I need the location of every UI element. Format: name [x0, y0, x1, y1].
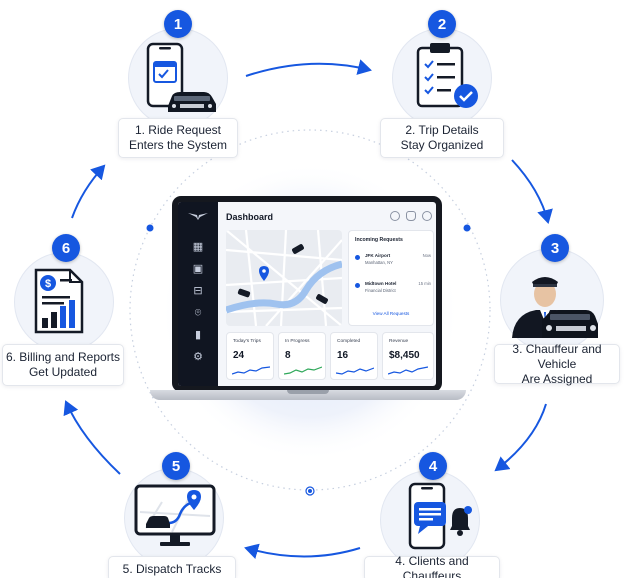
- dashboard-title: Dashboard: [226, 212, 274, 222]
- step-2-label-line2: Stay Organized: [400, 138, 484, 152]
- laptop-base: [150, 390, 466, 400]
- dotted-ring: [129, 129, 491, 491]
- step-1-label-line2: Enters the System: [128, 138, 228, 152]
- avatar-icon[interactable]: [422, 211, 432, 221]
- dashboard-screen: ▦ ▣ ⊟ ⌾ ▮ ⚙ Dashboard: [178, 202, 436, 386]
- view-all-requests-link[interactable]: View All Requests: [372, 311, 410, 316]
- sparkline: [388, 366, 428, 375]
- grid-icon[interactable]: ▦: [192, 241, 204, 253]
- request-name: JFK Airport: [365, 253, 391, 258]
- bar-chart-icon[interactable]: ▮: [194, 329, 202, 341]
- step-1-badge: 1: [164, 10, 192, 38]
- stat-label: In Progress: [285, 339, 310, 344]
- stat-value: 24: [233, 350, 245, 361]
- map-pin-icon: [259, 266, 269, 281]
- step-5-label: 5. Dispatch Tracks: [108, 556, 236, 578]
- stat-value: $8,450: [389, 350, 420, 361]
- search-icon[interactable]: [390, 211, 400, 221]
- map-card[interactable]: [226, 230, 342, 326]
- step-1-label-line1: 1. Ride Request: [134, 123, 222, 137]
- stat-label: Today's Trips: [233, 339, 261, 344]
- invoice-chart-icon: $: [34, 268, 84, 334]
- step-6-label-line1: 6. Billing and Reports: [5, 350, 121, 364]
- step-4-label-line1: 4. Clients and Chauffeurs: [395, 554, 469, 578]
- bell-icon[interactable]: [406, 211, 416, 221]
- laptop: ▦ ▣ ⊟ ⌾ ▮ ⚙ Dashboard: [172, 196, 442, 392]
- stat-card-revenue: Revenue $8,450: [382, 332, 434, 380]
- stat-card-in-progress: In Progress 8: [278, 332, 326, 380]
- ring-dot-left: [146, 224, 154, 232]
- request-time: 15 min: [418, 281, 431, 286]
- step-3-label-line2: Are Assigned: [521, 371, 593, 386]
- arrow-4-to-5: [244, 543, 361, 560]
- stat-label: Completed: [337, 339, 361, 344]
- request-name: Midtown Hotel: [365, 281, 397, 286]
- step-3-label: 3. Chauffeur and Vehicle Are Assigned: [494, 341, 620, 386]
- step-6-label-line2: Get Updated: [28, 365, 98, 379]
- laptop-notch: [287, 390, 329, 394]
- map-car-icon: [292, 244, 304, 254]
- step-4-badge: 4: [419, 452, 447, 480]
- stat-card-todays-trips: Today's Trips 24: [226, 332, 274, 380]
- ring-dot-right: [463, 224, 471, 232]
- stat-value: 8: [285, 350, 291, 361]
- phone-calendar-car-icon: [146, 42, 216, 112]
- step-1-label: 1. Ride Request Enters the System: [118, 118, 238, 158]
- request-location: Manhattan, NY: [365, 260, 393, 265]
- arrow-5-to-6: [63, 400, 121, 475]
- step-2-label: 2. Trip Details Stay Organized: [380, 118, 504, 158]
- gear-icon[interactable]: ⚙: [193, 351, 203, 363]
- arrow-3-to-4: [494, 403, 547, 472]
- step-3-badge: 3: [541, 234, 569, 262]
- wings-logo-icon: [188, 213, 208, 220]
- chauffeur-car-icon: [512, 277, 598, 338]
- step-3-label-line1: 3. Chauffeur and Vehicle: [512, 341, 602, 371]
- step-5-label-line1: 5. Dispatch Tracks: [122, 561, 222, 576]
- request-time: Now: [422, 253, 431, 258]
- step-5-badge: 5: [162, 452, 190, 480]
- request-location: Financial District: [365, 288, 396, 293]
- clipboard-checklist-icon: [416, 43, 478, 108]
- step-4-label: 4. Clients and Chauffeurs: [364, 554, 500, 578]
- sparkline: [232, 366, 270, 375]
- step-6-label: 6. Billing and Reports Get Updated: [2, 344, 124, 386]
- sparkline: [284, 366, 322, 375]
- city-map: [226, 230, 342, 326]
- step-2-badge: 2: [428, 10, 456, 38]
- dashboard-sidebar: ▦ ▣ ⊟ ⌾ ▮ ⚙: [178, 202, 218, 386]
- monitor-route-icon: [134, 484, 216, 546]
- arrow-6-to-1: [71, 164, 106, 219]
- step-6-badge: 6: [52, 234, 80, 262]
- incoming-requests-card: Incoming Requests JFK Airport Manhattan,…: [348, 230, 434, 326]
- requests-title: Incoming Requests: [355, 237, 403, 243]
- stat-label: Revenue: [389, 339, 409, 344]
- step-2-label-line1: 2. Trip Details: [405, 123, 479, 137]
- map-car-icon: [316, 294, 328, 304]
- svg-text:$: $: [45, 278, 51, 290]
- stat-card-completed: Completed 16: [330, 332, 378, 380]
- calendar-icon[interactable]: ▣: [192, 263, 204, 275]
- car-icon[interactable]: ⊟: [193, 285, 203, 297]
- sparkline: [336, 367, 374, 375]
- arrow-2-to-3: [511, 159, 553, 224]
- phone-chat-bell-icon: [408, 482, 472, 550]
- arrow-1-to-2: [245, 59, 372, 77]
- location-pin-icon[interactable]: ⌾: [194, 307, 202, 319]
- stat-value: 16: [337, 350, 349, 361]
- map-car-icon: [237, 288, 251, 298]
